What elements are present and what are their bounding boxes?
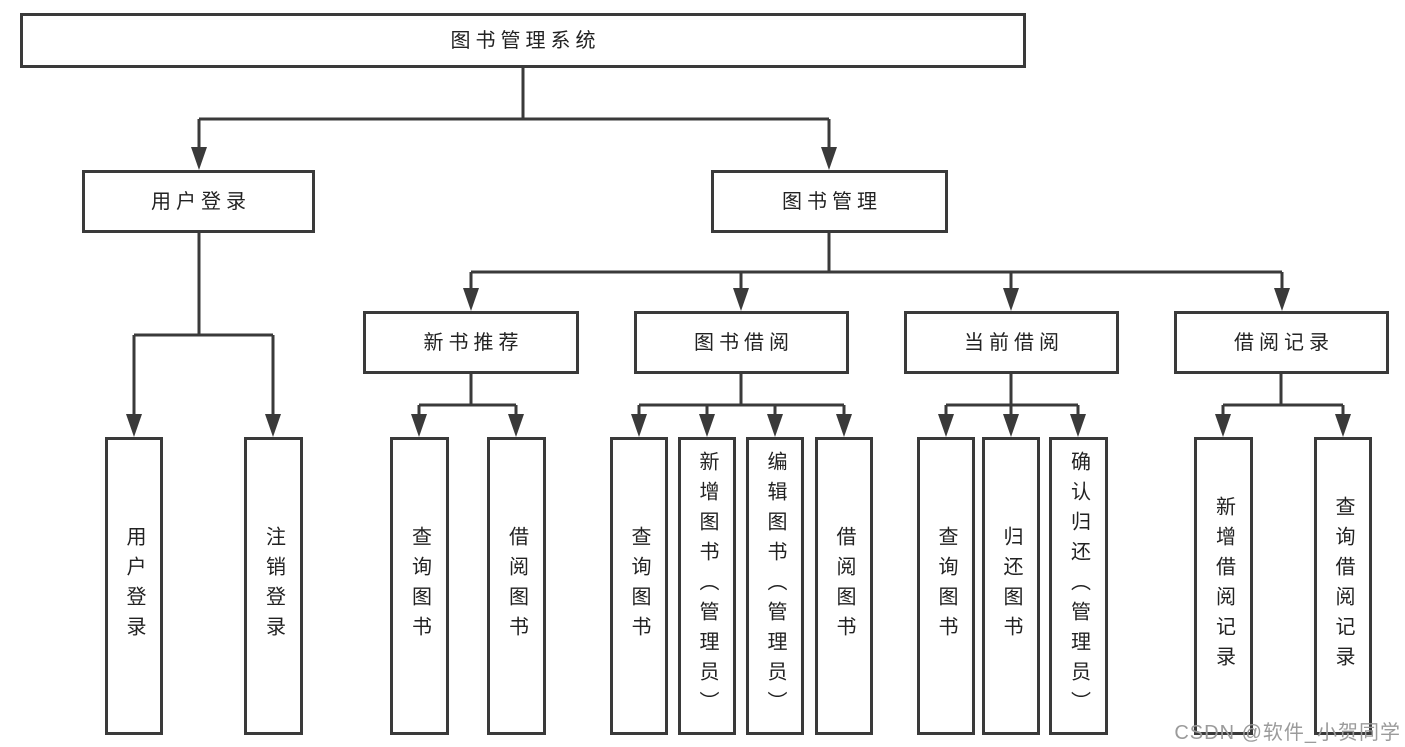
node-label: 当前借阅 bbox=[964, 331, 1064, 354]
arrowhead-down-icon bbox=[938, 414, 954, 437]
arrowhead-down-icon bbox=[1070, 414, 1086, 437]
leaf-borrow-books: 借阅图书 bbox=[815, 437, 873, 735]
leaf-query-books-current: 查询图书 bbox=[917, 437, 975, 735]
node-label: 查询图书 bbox=[935, 526, 957, 646]
node-label: 借阅图书 bbox=[505, 526, 528, 646]
node-label: 借阅图书 bbox=[833, 526, 855, 646]
node-label: 借阅记录 bbox=[1234, 331, 1334, 354]
arrowhead-down-icon bbox=[836, 414, 852, 437]
connector-line bbox=[197, 68, 831, 165]
leaf-return-books: 归还图书 bbox=[982, 437, 1040, 735]
arrowhead-down-icon bbox=[508, 414, 524, 437]
node-current-borrowing: 当前借阅 bbox=[904, 311, 1119, 374]
node-label: 用户登录 bbox=[151, 190, 251, 213]
node-label: 查询借阅记录 bbox=[1332, 496, 1354, 676]
arrowhead-down-icon bbox=[411, 414, 427, 437]
arrowhead-down-icon bbox=[265, 414, 281, 437]
node-label: 图书借阅 bbox=[694, 331, 794, 354]
leaf-borrow-books-recommend: 借阅图书 bbox=[487, 437, 546, 735]
node-book-management: 图书管理 bbox=[711, 170, 948, 233]
arrowhead-down-icon bbox=[699, 414, 715, 437]
arrowhead-down-icon bbox=[1215, 414, 1231, 437]
node-book-borrowing: 图书借阅 bbox=[634, 311, 849, 374]
connector-line bbox=[1221, 374, 1345, 432]
node-label: 新增借阅记录 bbox=[1212, 496, 1235, 676]
leaf-logout: 注销登录 bbox=[244, 437, 303, 735]
arrowhead-down-icon bbox=[631, 414, 647, 437]
arrowhead-down-icon bbox=[1274, 288, 1290, 311]
connector-line bbox=[469, 233, 1284, 306]
leaf-user-login: 用户登录 bbox=[105, 437, 163, 735]
watermark: CSDN @软件_小贺同学 bbox=[1174, 722, 1401, 744]
leaf-confirm-return-admin: 确认归还（管理员） bbox=[1049, 437, 1108, 735]
node-label: 图书管理 bbox=[782, 190, 882, 213]
arrowhead-down-icon bbox=[1335, 414, 1351, 437]
connector-line bbox=[637, 374, 846, 432]
node-label: 编辑图书（管理员） bbox=[764, 451, 786, 721]
leaf-edit-books-admin: 编辑图书（管理员） bbox=[746, 437, 804, 735]
arrowhead-down-icon bbox=[1003, 414, 1019, 437]
node-label: 归还图书 bbox=[1000, 526, 1022, 646]
arrowhead-down-icon bbox=[463, 288, 479, 311]
node-new-book-recommendation: 新书推荐 bbox=[363, 311, 579, 374]
node-label: 查询图书 bbox=[408, 526, 431, 646]
leaf-add-books-admin: 新增图书（管理员） bbox=[678, 437, 736, 735]
leaf-add-borrow-record: 新增借阅记录 bbox=[1194, 437, 1253, 735]
node-borrowing-records: 借阅记录 bbox=[1174, 311, 1389, 374]
node-label: 用户登录 bbox=[123, 526, 145, 646]
arrowhead-down-icon bbox=[821, 147, 837, 170]
node-label: 新书推荐 bbox=[423, 331, 524, 354]
node-label: 图书管理系统 bbox=[450, 29, 601, 52]
node-label: 新增图书（管理员） bbox=[696, 451, 718, 721]
leaf-query-books-recommend: 查询图书 bbox=[390, 437, 449, 735]
arrowhead-down-icon bbox=[1003, 288, 1019, 311]
node-user-login: 用户登录 bbox=[82, 170, 315, 233]
arrowhead-down-icon bbox=[767, 414, 783, 437]
leaf-query-books-borrowing: 查询图书 bbox=[610, 437, 668, 735]
leaf-query-borrow-record: 查询借阅记录 bbox=[1314, 437, 1372, 735]
arrowhead-down-icon bbox=[126, 414, 142, 437]
node-label: 查询图书 bbox=[628, 526, 650, 646]
arrowhead-down-icon bbox=[191, 147, 207, 170]
connector-line bbox=[417, 374, 518, 432]
node-system-root: 图书管理系统 bbox=[20, 13, 1026, 68]
arrowhead-down-icon bbox=[733, 288, 749, 311]
node-label: 确认归还（管理员） bbox=[1067, 451, 1090, 721]
connector-line bbox=[132, 233, 275, 432]
node-label: 注销登录 bbox=[262, 526, 285, 646]
